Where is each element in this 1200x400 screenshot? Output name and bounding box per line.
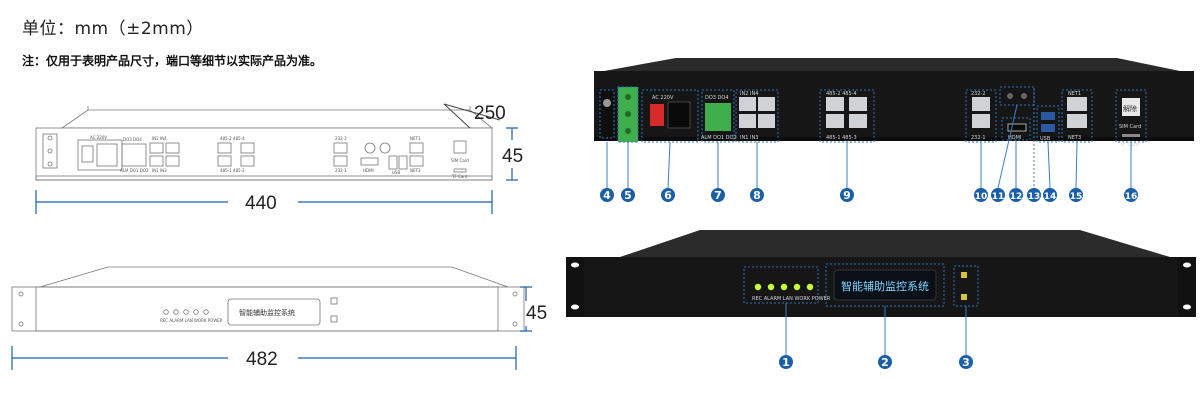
front-drawing-leds-label: REC ALARM LAN WORK POWER xyxy=(160,318,223,323)
depth-value: 250 xyxy=(474,103,506,124)
svg-text:10: 10 xyxy=(975,192,988,202)
photo-ac-label: AC 220V xyxy=(652,95,674,101)
callout-7: 7 xyxy=(711,188,725,202)
front-callout-leaders xyxy=(785,303,967,356)
callout-15: 15 xyxy=(1069,188,1083,202)
rear-height-dimension xyxy=(506,127,518,181)
net-top-label: NET1 xyxy=(410,136,421,141)
photo-rs485-bot-label: 485-1 485-3 xyxy=(826,135,857,141)
callout-2: 2 xyxy=(878,355,892,369)
rs232-top-label: 232-2 xyxy=(335,136,347,141)
rear-height-value: 45 xyxy=(502,146,523,167)
rear-width-value: 440 xyxy=(245,193,277,214)
callout-10: 10 xyxy=(974,188,988,202)
photo-rs232-bot-label: 232-1 xyxy=(971,135,986,141)
photo-usb-label: USB xyxy=(1040,136,1051,142)
svg-text:9: 9 xyxy=(843,189,851,202)
callout-16: 16 xyxy=(1124,188,1138,202)
callout-9: 9 xyxy=(840,188,854,202)
callout-6: 6 xyxy=(661,188,675,202)
in-top-label: IN2 IN4 xyxy=(152,136,167,141)
usb-label: USB xyxy=(392,170,400,175)
front-height-dimension xyxy=(520,286,532,332)
svg-text:3: 3 xyxy=(962,356,970,369)
photo-in-top-label: IN2 IN4 xyxy=(740,91,758,97)
svg-text:5: 5 xyxy=(624,189,632,202)
photo-tf-label: TF Card xyxy=(1119,142,1139,148)
callout-14: 14 xyxy=(1043,188,1057,202)
front-drawing-display-label: 智能辅助监控系统 xyxy=(239,308,295,317)
front-photo-display-label: 智能辅助监控系统 xyxy=(841,279,929,293)
photo-in-bot-label: IN1 IN3 xyxy=(740,135,758,141)
front-panel-photo xyxy=(566,230,1196,317)
svg-text:13: 13 xyxy=(1028,192,1041,202)
depth-dimension xyxy=(443,103,501,129)
sim-label: SIM Card xyxy=(451,158,469,163)
hdmi-label: HDMI xyxy=(363,168,374,173)
rear-width-dimension xyxy=(35,190,493,214)
do-label: DO3 DO4 xyxy=(123,137,142,142)
callout-4: 4 xyxy=(600,188,614,202)
ac-label: AC 220V xyxy=(90,135,107,140)
svg-text:1: 1 xyxy=(782,356,790,369)
svg-text:8: 8 xyxy=(753,189,761,202)
rear-photo-labels: AC 220V DO3 DO4 ALM DO1 DO2 IN2 IN4 IN1 … xyxy=(652,91,1141,148)
callout-1: 1 xyxy=(779,355,793,369)
svg-text:15: 15 xyxy=(1070,192,1083,202)
rear-drawing-labels: AC 220V DO3 DO4 ALM DO1 DO2 IN2 IN4 IN1 … xyxy=(90,135,469,179)
photo-alm-label: ALM DO1 DO2 xyxy=(701,135,737,141)
photo-do-label: DO3 DO4 xyxy=(705,95,729,101)
note-text: 注：仅用于表明产品尺寸，端口等细节以实际产品为准。 xyxy=(22,54,323,68)
rs485-bot-label: 485-1 485-3 xyxy=(220,168,245,173)
front-height-value: 45 xyxy=(526,303,547,324)
svg-text:2: 2 xyxy=(881,356,889,369)
front-width-dimension xyxy=(11,346,517,370)
rear-panel-drawing xyxy=(35,106,494,181)
in-bot-label: IN1 IN3 xyxy=(152,168,167,173)
front-width-value: 482 xyxy=(246,349,278,370)
svg-text:12: 12 xyxy=(1010,192,1023,202)
rs232-bot-label: 232-1 xyxy=(335,168,347,173)
photo-hdmi-label: HDMI xyxy=(1008,135,1021,141)
alm-label: ALM DO1 DO2 xyxy=(120,168,149,173)
rear-panel-photo xyxy=(594,58,1194,143)
callout-13: 13 xyxy=(1027,188,1041,202)
photo-net-top-label: NET1 xyxy=(1068,91,1081,97)
photo-sim-button-label: 解除 xyxy=(1123,104,1137,113)
photo-rs232-top-label: 232-2 xyxy=(971,91,986,97)
net-bot-label: NET3 xyxy=(410,168,421,173)
rear-callout-leaders xyxy=(606,88,1132,189)
callout-8: 8 xyxy=(750,188,764,202)
callout-3: 3 xyxy=(959,355,973,369)
svg-text:6: 6 xyxy=(664,189,672,202)
svg-text:14: 14 xyxy=(1044,192,1057,202)
callout-12: 12 xyxy=(1009,188,1023,202)
front-photo-leds-label: REC ALARM LAN WORK POWER xyxy=(752,296,831,302)
tf-label: TF Card xyxy=(451,174,468,179)
callout-11: 11 xyxy=(991,188,1005,202)
photo-rs485-top-label: 485-2 485-4 xyxy=(826,91,857,97)
svg-text:7: 7 xyxy=(714,189,722,202)
svg-text:4: 4 xyxy=(603,189,611,202)
unit-label: 单位：mm（±2mm） xyxy=(22,19,204,39)
front-panel-drawing xyxy=(11,266,525,332)
photo-sim-label: SIM Card xyxy=(1119,124,1141,130)
rs485-top-label: 485-2 485-4 xyxy=(220,136,245,141)
callout-5: 5 xyxy=(621,188,635,202)
callout-badges: 1 2 3 4 5 6 7 8 9 10 11 12 13 14 15 16 xyxy=(600,188,1138,369)
svg-text:16: 16 xyxy=(1125,192,1138,202)
photo-net-bot-label: NET3 xyxy=(1068,135,1081,141)
svg-text:11: 11 xyxy=(992,192,1005,202)
